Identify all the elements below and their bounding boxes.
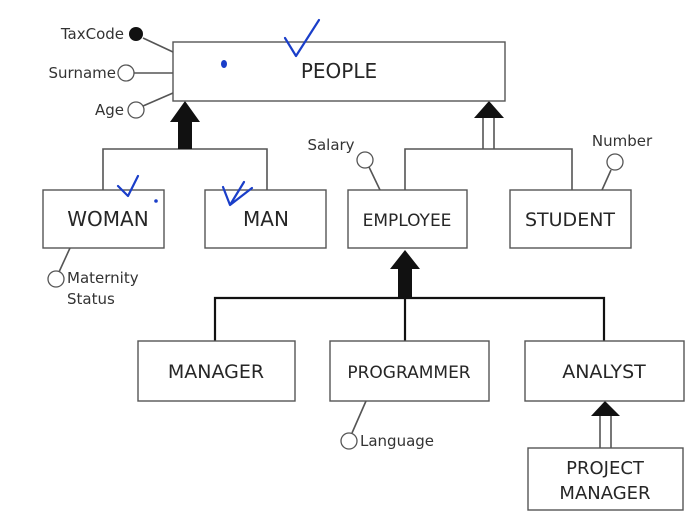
- dot-mark-icon: [154, 199, 158, 203]
- entity-man: MAN: [204, 189, 327, 249]
- entity-student-label: STUDENT: [525, 209, 615, 231]
- attribute-circle-icon: [340, 432, 358, 450]
- entity-programmer-label: PROGRAMMER: [347, 363, 470, 383]
- attribute-maternity-label-line1: Maternity: [67, 269, 139, 287]
- attribute-circle-icon: [606, 153, 624, 171]
- attribute-circle-icon: [47, 270, 65, 288]
- entity-people-label: PEOPLE: [301, 59, 377, 83]
- partial-arrow-icon: [591, 401, 620, 416]
- generalization-analyst-pm: [591, 401, 620, 448]
- entity-project-manager-label-line2: MANAGER: [559, 483, 650, 504]
- entity-people: PEOPLE: [172, 41, 506, 102]
- attribute-salary: Salary: [307, 136, 381, 191]
- entity-manager-label: MANAGER: [168, 361, 264, 383]
- attribute-language: Language: [340, 400, 434, 450]
- attribute-number-label: Number: [592, 132, 653, 150]
- total-arrow-icon: [390, 250, 420, 269]
- entity-manager: MANAGER: [137, 340, 296, 402]
- entity-man-label: MAN: [243, 207, 289, 231]
- entity-student: STUDENT: [509, 189, 632, 249]
- identifier-attribute-icon: [129, 27, 143, 41]
- generalization-employee-roles: [213, 250, 606, 341]
- entity-analyst: ANALYST: [524, 340, 685, 402]
- entity-project-manager-label-line1: PROJECT: [566, 458, 645, 479]
- attribute-salary-label: Salary: [307, 136, 354, 154]
- attribute-number: Number: [592, 132, 653, 191]
- entity-analyst-label: ANALYST: [562, 361, 646, 383]
- entity-woman: WOMAN: [42, 189, 165, 249]
- attribute-circle-icon: [117, 64, 135, 82]
- attribute-language-label: Language: [360, 432, 434, 450]
- entity-employee: EMPLOYEE: [347, 189, 468, 249]
- checkmark-icon: [283, 18, 321, 58]
- entity-woman-label: WOMAN: [67, 207, 148, 231]
- attribute-surname-label: Surname: [49, 64, 116, 82]
- total-arrow-icon: [170, 101, 200, 122]
- entity-project-manager: PROJECT MANAGER: [527, 447, 684, 511]
- attribute-taxcode-label: TaxCode: [60, 25, 124, 43]
- dot-mark-icon: [221, 60, 227, 68]
- partial-arrow-icon: [474, 101, 504, 118]
- checkmark-icon: [221, 180, 254, 207]
- attribute-circle-icon: [127, 101, 145, 119]
- generalization-people-gender: [102, 101, 268, 190]
- attribute-circle-icon: [356, 151, 374, 169]
- annotation-marks: [116, 18, 321, 207]
- attribute-taxcode: TaxCode: [60, 25, 174, 53]
- generalization-people-occupation: [404, 101, 573, 190]
- attribute-maternity-label-line2: Status: [67, 290, 115, 308]
- attribute-age-label: Age: [95, 101, 124, 119]
- attribute-maternity-status: Maternity Status: [47, 247, 139, 308]
- attribute-surname: Surname: [49, 64, 173, 82]
- entity-programmer: PROGRAMMER: [329, 340, 490, 402]
- checkmark-icon: [116, 174, 140, 198]
- attribute-age: Age: [95, 92, 174, 119]
- entity-employee-label: EMPLOYEE: [363, 211, 452, 231]
